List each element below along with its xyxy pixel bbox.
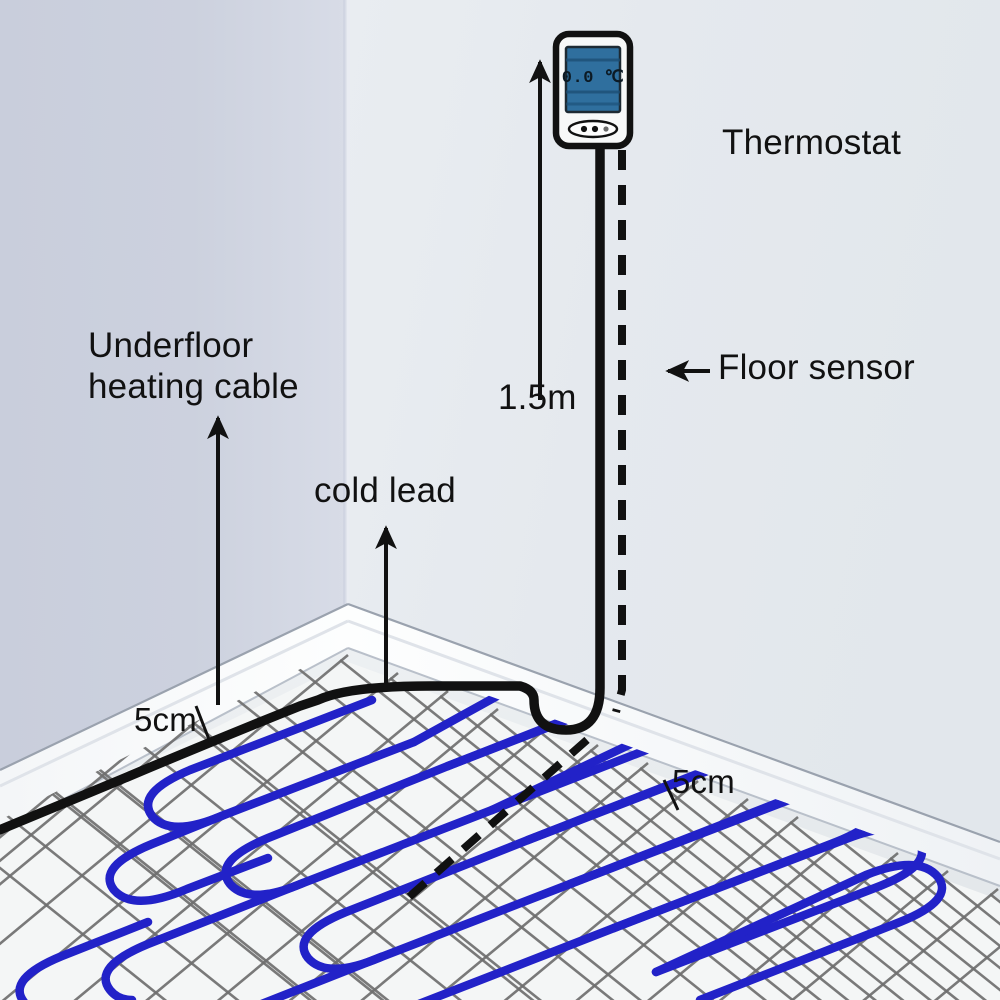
baseboard-right [348, 604, 1000, 886]
baseboard-right-top-edge [347, 602, 1000, 844]
thermostat-device[interactable]: 0.0 ℃ [552, 30, 634, 150]
heating-cable-loop [15, 917, 153, 1000]
thermostat-button-mid[interactable] [591, 125, 599, 133]
floor-sensor-cable-on-wall [612, 150, 626, 714]
heating-cable-loop [383, 923, 619, 1000]
room-walls [0, 0, 1000, 880]
label-edge-gap-left: 5cm [134, 701, 197, 738]
label-edge-gap-right: 5cm [672, 763, 735, 800]
thermostat-display-text: 0.0 ℃ [562, 69, 624, 88]
gap-tick-right [662, 779, 680, 811]
heating-cable-loop [101, 878, 308, 1000]
label-cold-lead: cold lead [314, 471, 456, 510]
label-floor-sensor: Floor sensor [718, 348, 915, 387]
thermostat-button-left[interactable] [580, 125, 588, 133]
baseboard-right-highlight [347, 619, 1000, 861]
cold-lead-cable [0, 143, 605, 835]
baseboard-left-top-edge [0, 603, 349, 771]
label-height-dimension: 1.5m [498, 378, 577, 417]
label-underfloor-heating-cable: Underfloor heating cable [88, 326, 299, 407]
gap-dimension-ticks [194, 705, 680, 811]
heating-cable-loop [651, 860, 947, 1000]
floor-sensor-cable-in-mat [397, 713, 617, 908]
heating-cable-loop [105, 810, 273, 905]
baseboard-left-highlight [0, 619, 349, 788]
wall-right [348, 0, 1000, 880]
heating-cable-loop [221, 952, 386, 1000]
thermostat-screen [564, 45, 622, 114]
label-thermostat: Thermostat [722, 123, 901, 162]
heating-mat [0, 645, 1000, 1000]
baseboards [0, 602, 1000, 887]
thermostat-button-right[interactable] [603, 126, 609, 132]
gap-tick-left [194, 705, 212, 743]
annotation-arrows [207, 59, 710, 705]
